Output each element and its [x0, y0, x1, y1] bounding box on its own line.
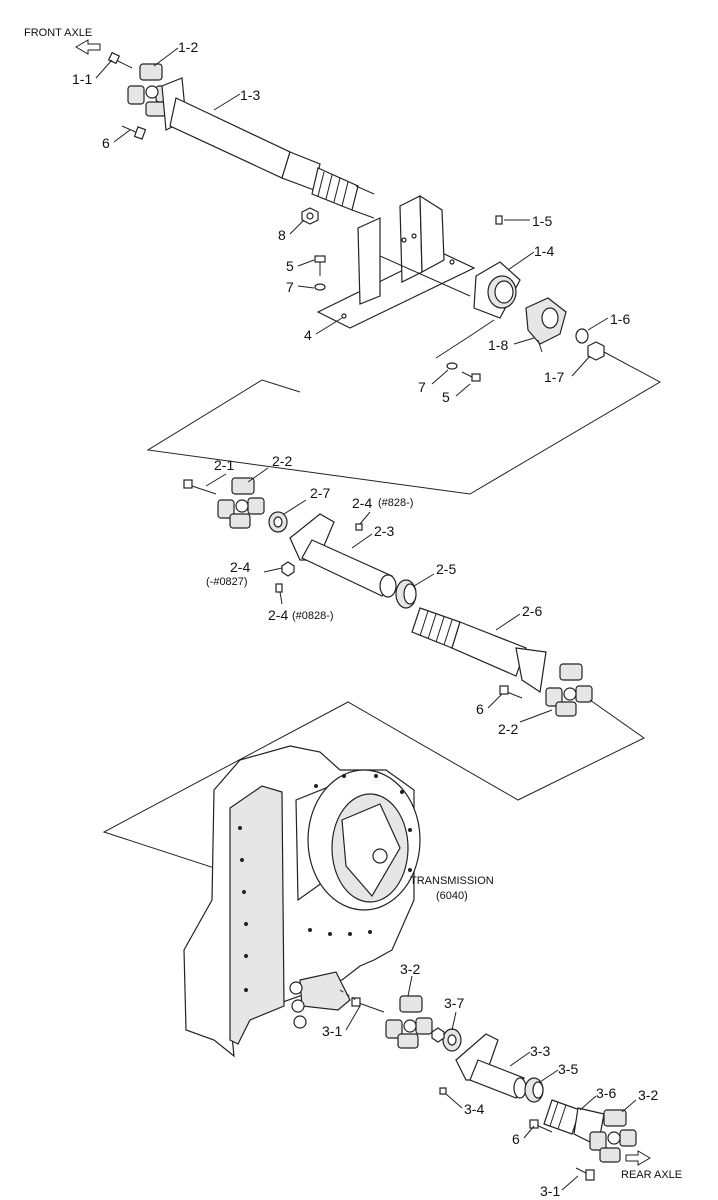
bolt-3-1a	[351, 997, 385, 1013]
grease-fitting-2-4c	[275, 583, 283, 593]
label-2-3: 2-3	[374, 523, 394, 539]
bolt-3-1b	[575, 1167, 595, 1181]
housing-bolt-holes	[238, 774, 412, 992]
section-2-middle-shaft	[183, 467, 593, 723]
label-4: 4	[304, 327, 312, 343]
grease-fitting-2-4b	[281, 561, 295, 577]
bolt-5a	[314, 255, 326, 276]
washer-2-7	[268, 511, 288, 533]
center-bearing-1-4	[473, 261, 521, 319]
grease-fitting-3-4	[439, 1087, 447, 1095]
label-3-7: 3-7	[444, 995, 464, 1011]
bolt-6a	[121, 125, 147, 140]
label-2-4b: 2-4	[230, 559, 250, 575]
nut-3-x	[431, 1027, 445, 1043]
washer-7a	[314, 283, 326, 291]
washer-7b	[446, 362, 458, 370]
splined-shaft-2-6	[411, 607, 547, 694]
label-6a: 6	[102, 135, 110, 151]
seal-3-5	[524, 1077, 544, 1103]
label-2-4b-note: (-#0827)	[206, 576, 248, 588]
label-7a: 7	[286, 279, 294, 295]
front-axle-arrow-icon	[75, 39, 101, 55]
universal-joint-3-2b	[589, 1109, 637, 1163]
rear-axle-label: REAR AXLE	[621, 1169, 682, 1181]
universal-joint-2-2b	[545, 663, 593, 717]
seal-2-5	[395, 579, 417, 609]
label-3-1b: 3-1	[540, 1183, 560, 1199]
transmission-housing	[183, 745, 421, 1058]
slip-yoke-2-3	[289, 513, 397, 598]
label-6c: 6	[512, 1131, 520, 1147]
rear-axle-arrow-icon	[625, 1150, 651, 1166]
connector-box-1	[146, 351, 662, 495]
connector-box-2	[102, 699, 645, 893]
label-1-5: 1-5	[532, 213, 552, 229]
label-8: 8	[278, 227, 286, 243]
support-bracket-4	[316, 194, 476, 329]
bolt-2-1	[183, 479, 217, 495]
section-1-front-shaft	[95, 47, 609, 397]
label-2-4a-note: (#828-)	[378, 497, 413, 509]
universal-joint-3-2a	[385, 995, 433, 1049]
bolt-6c	[529, 1119, 553, 1133]
nut-1-7	[587, 341, 605, 361]
label-3-6: 3-6	[596, 1085, 616, 1101]
slip-yoke-3-3	[455, 1033, 527, 1099]
label-3-4: 3-4	[464, 1101, 484, 1117]
shaft-1-3	[161, 77, 375, 219]
label-3-2b: 3-2	[638, 1087, 658, 1103]
label-3-5: 3-5	[558, 1061, 578, 1077]
label-2-6: 2-6	[522, 603, 542, 619]
label-2-5: 2-5	[436, 561, 456, 577]
label-3-2a: 3-2	[400, 961, 420, 977]
label-1-6: 1-6	[610, 311, 630, 327]
front-axle-label: FRONT AXLE	[24, 27, 92, 39]
label-1-1: 1-1	[72, 71, 92, 87]
label-1-2: 1-2	[178, 39, 198, 55]
grease-nipple-1-5	[495, 215, 503, 225]
label-1-7: 1-7	[544, 369, 564, 385]
label-2-4c-note: (#0828-)	[292, 610, 334, 622]
bolt-5b	[461, 371, 481, 382]
label-2-7: 2-7	[310, 485, 330, 501]
label-2-2b: 2-2	[498, 721, 518, 737]
label-1-8: 1-8	[488, 337, 508, 353]
label-7b: 7	[418, 379, 426, 395]
label-2-4c: 2-4	[268, 607, 288, 623]
seal-3-7	[442, 1028, 462, 1052]
universal-joint-2-2a	[217, 477, 265, 529]
label-6b: 6	[476, 701, 484, 717]
label-5a: 5	[286, 258, 294, 274]
label-2-4a: 2-4	[352, 495, 372, 511]
nut-8	[301, 207, 319, 225]
label-1-3: 1-3	[240, 87, 260, 103]
label-5b: 5	[442, 389, 450, 405]
bolt-6b	[499, 685, 523, 699]
transmission-model: (6040)	[436, 890, 468, 902]
grease-fitting-2-4a	[355, 523, 363, 531]
flange-yoke-1-8	[525, 297, 567, 353]
washer-1-6	[575, 328, 589, 344]
label-3-3: 3-3	[530, 1043, 550, 1059]
transmission-name: TRANSMISSION	[410, 875, 494, 887]
label-2-2a: 2-2	[272, 453, 292, 469]
label-1-4: 1-4	[534, 243, 554, 259]
label-3-1a: 3-1	[322, 1023, 342, 1039]
section-3-rear-shaft	[339, 975, 637, 1191]
label-2-1: 2-1	[214, 457, 234, 473]
